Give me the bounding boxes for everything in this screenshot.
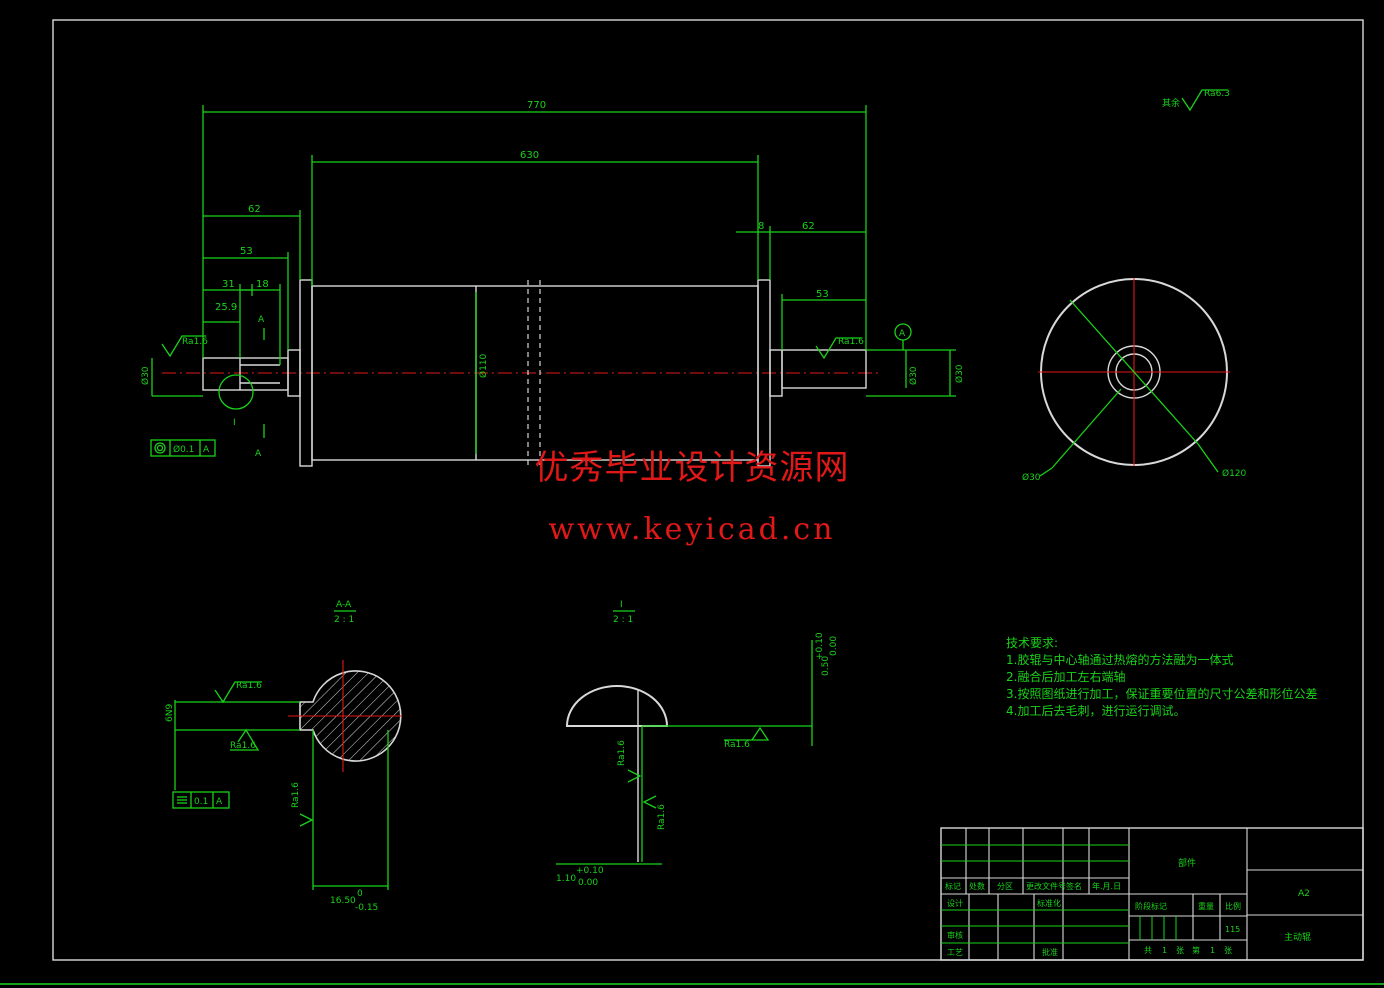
detail-dim-left: 1.10 — [556, 874, 576, 884]
end-view: Ø30 Ø120 其余 Ra6.3 — [1022, 89, 1247, 483]
tolerance-left-datum: A — [203, 445, 210, 455]
tb-scale-header: 比例 — [1225, 901, 1241, 911]
tb-row-design: 设计 — [947, 898, 963, 908]
tech-requirements: 技术要求: 1.胶辊与中心轴通过热熔的方法融为一体式 2.融合后加工左右端轴 3… — [1006, 636, 1317, 718]
end-big-dia: Ø120 — [1222, 468, 1247, 479]
tech-item-3: 3.按照图纸进行加工，保证重要位置的尺寸公差和形位公差 — [1006, 686, 1317, 701]
tb-row-process: 工艺 — [947, 948, 963, 957]
tech-item-4: 4.加工后去毛刺，进行运行调试。 — [1006, 703, 1185, 718]
tb-row-approve: 批准 — [1042, 947, 1058, 957]
dim-right-big-dia: Ø30 — [954, 364, 965, 383]
dim-left-31: 31 — [222, 279, 235, 290]
title-block: 标记 处数 分区 更改文件号 签名 年.月.日 设计 标准化 审核 工艺 批准 … — [940, 827, 1364, 961]
roughness-detail-side: Ra1.6 — [617, 740, 627, 766]
section-a-a: A-A 2 : 1 6N9 16.50 0 -0.15 Ra1.6 Ra1.6 … — [165, 600, 402, 913]
section-width-tol-lower: -0.15 — [355, 903, 378, 913]
tb-sheet-total-post: 张 — [1176, 946, 1184, 955]
roughness-section-side: Ra1.6 — [291, 782, 301, 808]
roughness-general: Ra6.3 — [1204, 89, 1230, 99]
tb-weight-value: 115 — [1225, 925, 1240, 934]
tb-col-change: 更改文件号 — [1026, 881, 1066, 891]
detail-dim-right-upper: +0.10 — [815, 632, 825, 660]
dim-overall-length: 770 — [527, 100, 546, 111]
tb-row-standard: 标准化 — [1037, 898, 1061, 908]
roughness-section-top: Ra1.6 — [236, 681, 262, 691]
roughness-detail-top: Ra1.6 — [724, 740, 750, 750]
detail-dim-left-lower: 0.00 — [578, 878, 598, 888]
roughness-right-shaft: Ra1.6 — [838, 337, 864, 347]
dim-right-small-dia: Ø30 — [908, 366, 919, 385]
dim-left-62: 62 — [248, 204, 261, 215]
tb-col-sign: 签名 — [1066, 881, 1082, 891]
tb-col-date: 年.月.日 — [1092, 881, 1121, 891]
detail-i-title: I — [620, 600, 623, 610]
watermark-title: 优秀毕业设计资源网 — [534, 448, 850, 488]
tb-col-count: 处数 — [969, 881, 985, 891]
dim-left-53: 53 — [240, 246, 253, 257]
tolerance-section-datum: A — [216, 797, 223, 807]
roughness-section-bottom: Ra1.6 — [230, 741, 256, 751]
tb-row-review: 审核 — [947, 930, 963, 940]
detail-dim-right: 0.50 — [821, 656, 831, 676]
watermark-url: www.keyicad.cn — [548, 512, 836, 547]
tech-item-2: 2.融合后加工左右端轴 — [1006, 669, 1125, 684]
tolerance-section-value: 0.1 — [194, 797, 208, 807]
tb-weight-header: 重量 — [1198, 901, 1214, 911]
tb-format: A2 — [1298, 889, 1310, 899]
tb-part-label: 部件 — [1178, 857, 1196, 869]
main-view: I A A — [140, 100, 965, 467]
tb-sheet-no-post: 张 — [1224, 946, 1232, 955]
dim-right-62: 62 — [802, 221, 815, 232]
cut-marker-a-bottom: A — [255, 449, 262, 459]
detail-dim-left-upper: +0.10 — [576, 866, 604, 876]
section-depth-dim: 6N9 — [165, 704, 175, 722]
roughness-detail-corner: Ra1.6 — [657, 804, 667, 830]
dim-roller-dia: Ø110 — [478, 353, 489, 378]
section-width-tol-upper: 0 — [357, 889, 363, 899]
tolerance-left-value: Ø0.1 — [173, 444, 194, 455]
dim-right-53: 53 — [816, 289, 829, 300]
tb-stage-mark: 阶段标记 — [1135, 901, 1167, 911]
cut-marker-a-top: A — [258, 315, 265, 325]
detail-i: I 2 : 1 Ra1.6 Ra1.6 Ra1.6 1.10 +0.10 0.0… — [556, 600, 839, 888]
end-small-dia: Ø30 — [1022, 472, 1041, 483]
dim-right-8: 8 — [758, 221, 764, 232]
dim-left-18: 18 — [256, 279, 269, 290]
tech-item-1: 1.胶辊与中心轴通过热熔的方法融为一体式 — [1006, 652, 1233, 667]
section-aa-scale: 2 : 1 — [334, 615, 354, 625]
detail-i-marker: I — [233, 418, 236, 428]
detail-dim-right-lower: 0.00 — [829, 636, 839, 656]
section-aa-title: A-A — [336, 600, 352, 610]
dim-roller-length: 630 — [520, 150, 539, 161]
roughness-left-shaft: Ra1.6 — [182, 337, 208, 347]
tech-title: 技术要求: — [1006, 636, 1058, 650]
datum-a-label: A — [899, 329, 906, 339]
section-width-dim: 16.50 — [330, 896, 356, 906]
dim-left-25-9: 25.9 — [215, 302, 237, 313]
tb-sheet-no: 1 — [1210, 946, 1215, 955]
roughness-general-label: 其余 — [1162, 97, 1180, 109]
tb-sheet-total-pre: 共 — [1144, 946, 1152, 955]
tb-drawing-name: 主动辊 — [1284, 931, 1311, 943]
drawing-frame — [52, 19, 1364, 961]
tb-col-mark: 标记 — [945, 881, 961, 891]
detail-i-scale: 2 : 1 — [613, 615, 633, 625]
tb-sheet-total: 1 — [1162, 946, 1167, 955]
tb-sheet-no-pre: 第 — [1192, 945, 1200, 955]
dim-left-shaft-dia: Ø30 — [140, 366, 151, 385]
tb-col-zone: 分区 — [997, 882, 1013, 891]
